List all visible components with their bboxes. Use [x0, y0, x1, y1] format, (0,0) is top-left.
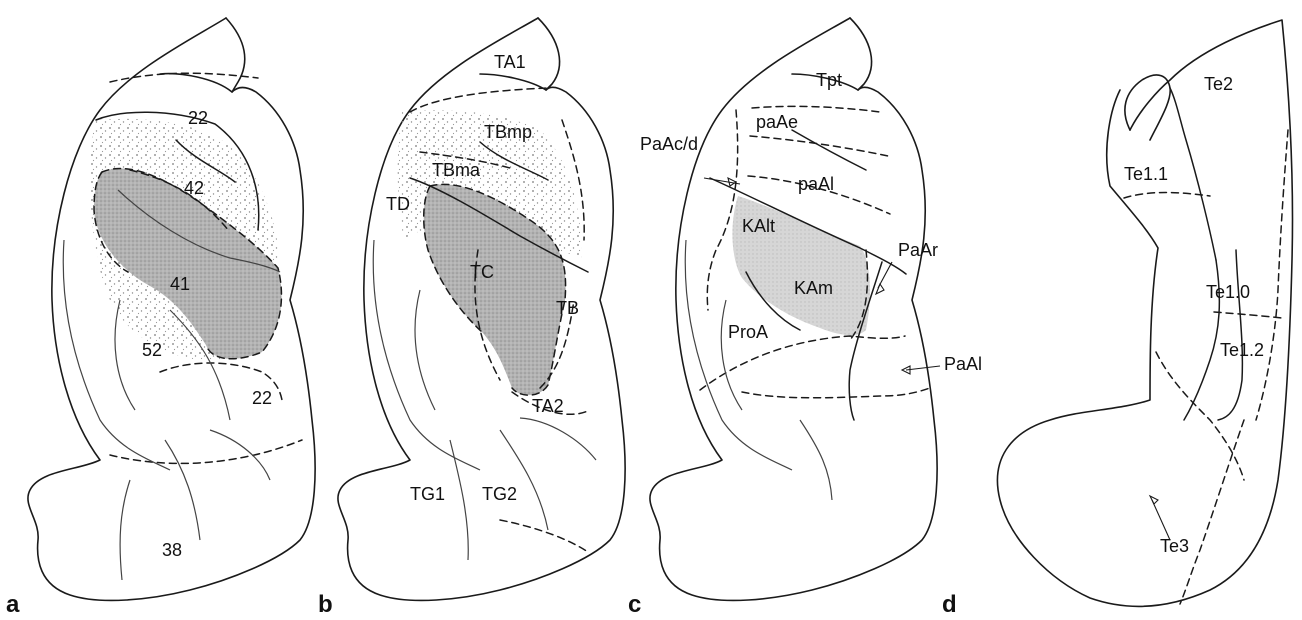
- panel-a-label-38: 38: [162, 540, 182, 560]
- panel-b-label-TBma: TBma: [432, 160, 481, 180]
- panel-c-label-PaAl: PaAl: [944, 354, 982, 374]
- panel-d-label-Te2: Te2: [1204, 74, 1233, 94]
- panel-d-label-Te12: Te1.2: [1220, 340, 1264, 360]
- panel-c-label-ProA: ProA: [728, 322, 768, 342]
- panel-c-label-PaAcd: PaAc/d: [640, 134, 698, 154]
- panel-b-letter: b: [318, 591, 333, 618]
- panel-b-label-TG1: TG1: [410, 484, 445, 504]
- panel-b-label-TC: TC: [470, 262, 494, 282]
- panel-d-label-Te3: Te3: [1160, 536, 1189, 556]
- panel-a-letter: a: [6, 591, 20, 618]
- panel-c-label-KAm: KAm: [794, 278, 833, 298]
- panel-c-label-paAl: paAl: [798, 174, 834, 194]
- panel-b-label-TA2: TA2: [532, 396, 564, 416]
- panel-c-letter: c: [628, 591, 641, 618]
- panel-d-label-Te11: Te1.1: [1124, 164, 1168, 184]
- panel-d-te11-lobe: [1125, 75, 1170, 140]
- panel-d-letter: d: [942, 591, 957, 618]
- panel-a-label-22-lower: 22: [252, 388, 272, 408]
- panel-c-label-paAe: paAe: [756, 112, 798, 132]
- panel-c-top-lobe: [850, 18, 872, 90]
- panel-a-top-lobe: [226, 18, 245, 92]
- panel-b: TA1 TBmp TBma TD TC TB TA2 TG1 TG2 b: [318, 18, 625, 618]
- panel-b-label-TD: TD: [386, 194, 410, 214]
- panel-d-label-Te10: Te1.0: [1206, 282, 1250, 302]
- panel-c-label-PaAr: PaAr: [898, 240, 938, 260]
- panel-b-label-TG2: TG2: [482, 484, 517, 504]
- panel-b-label-TBmp: TBmp: [484, 122, 532, 142]
- panel-c-label-Tpt: Tpt: [816, 70, 842, 90]
- panel-d-outline: [997, 20, 1292, 606]
- panel-a-label-42: 42: [184, 178, 204, 198]
- panel-b-top-lobe: [538, 18, 560, 90]
- panel-d: Te2 Te1.1 Te1.0 Te1.2 Te3 d: [942, 20, 1293, 618]
- panel-c: Tpt paAe PaAc/d paAl KAlt PaAr KAm ProA …: [628, 18, 982, 618]
- panel-c-label-KAlt: KAlt: [742, 216, 775, 236]
- panel-a-label-52: 52: [142, 340, 162, 360]
- panel-b-label-TA1: TA1: [494, 52, 526, 72]
- panel-a-label-41: 41: [170, 274, 190, 294]
- panel-a: 22 42 41 52 22 38 a: [6, 18, 315, 618]
- panel-a-label-22-upper: 22: [188, 108, 208, 128]
- panel-b-label-TB: TB: [556, 298, 579, 318]
